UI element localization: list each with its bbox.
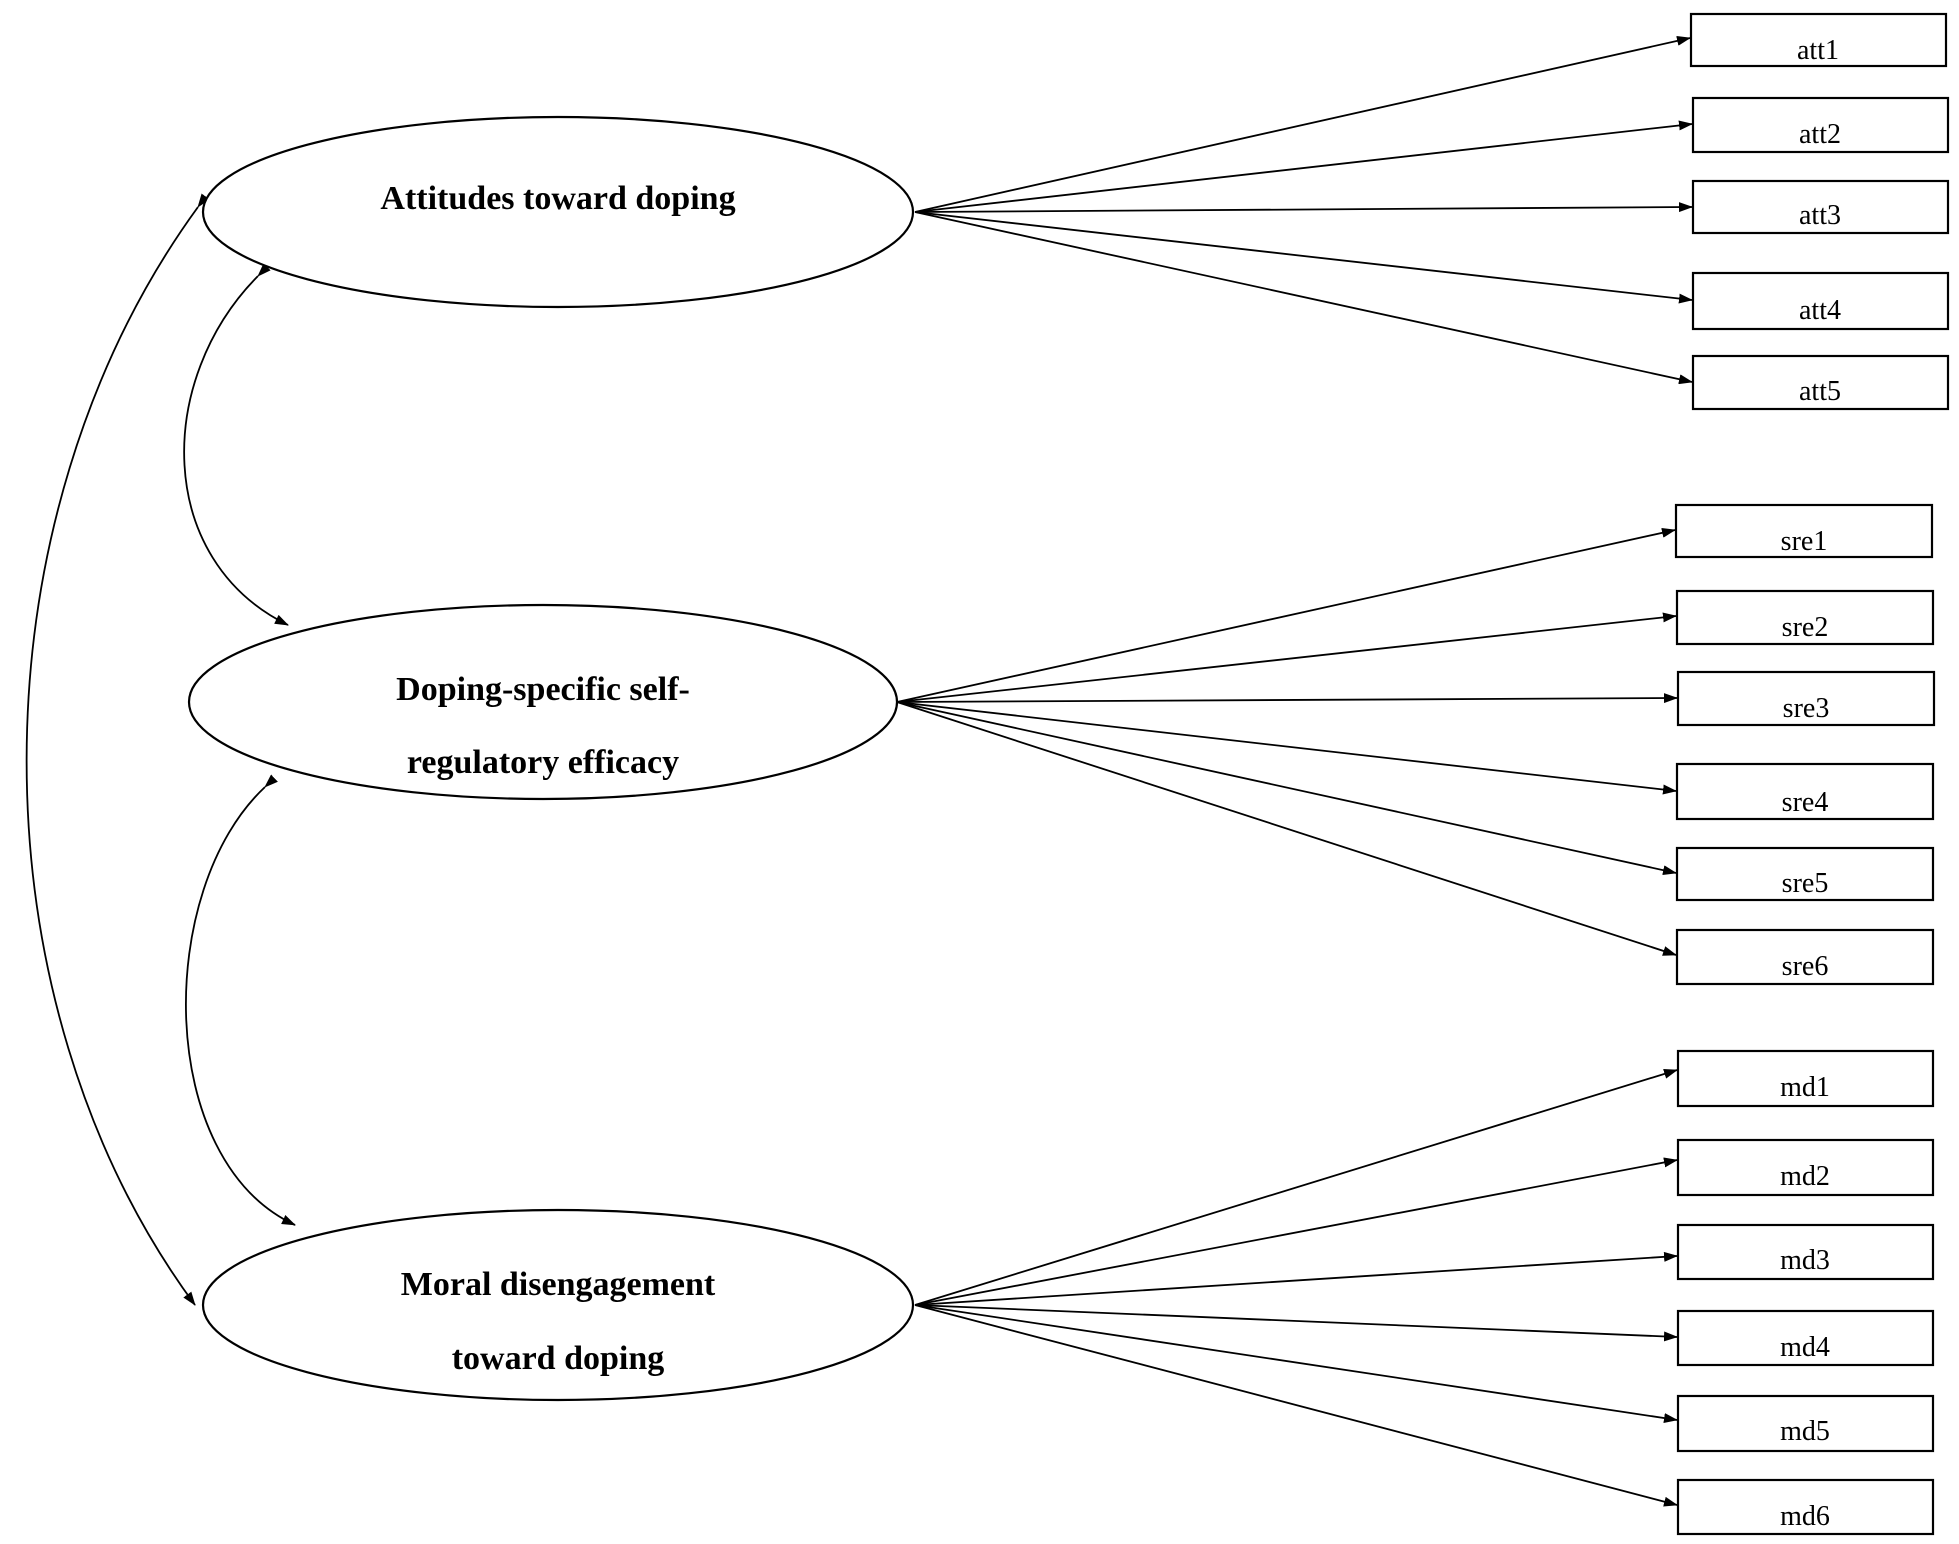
indicator-label-sre2: sre2 bbox=[1782, 612, 1829, 643]
indicator-box-md6 bbox=[1676, 1478, 1935, 1536]
path-att-att3 bbox=[914, 202, 1693, 213]
path-sre-sre2 bbox=[896, 612, 1677, 703]
indicator-label-att3: att3 bbox=[1799, 200, 1841, 231]
latent-factor-att: Attitudes toward doping bbox=[201, 115, 915, 309]
indicator-label-sre3: sre3 bbox=[1783, 693, 1830, 724]
correlation-att-sre bbox=[183, 263, 289, 626]
indicator-box-sre1 bbox=[1674, 503, 1934, 559]
indicator-box-md5 bbox=[1676, 1394, 1935, 1453]
path-md-md6 bbox=[914, 1304, 1678, 1507]
latent-factor-sre: Doping-specific self- regulatory efficac… bbox=[187, 603, 899, 801]
path-md-md1 bbox=[914, 1069, 1678, 1306]
indicators-sre: sre1 sre2 sre3 sre4 sre5 sre6 bbox=[1674, 503, 1936, 986]
correlation-att-md bbox=[25, 193, 210, 1306]
indicator-box-sre3 bbox=[1676, 670, 1936, 727]
path-md-md4 bbox=[914, 1304, 1678, 1342]
indicator-label-att5: att5 bbox=[1799, 376, 1841, 407]
factor-label: Attitudes toward doping bbox=[380, 180, 735, 217]
path-md-md5 bbox=[914, 1304, 1678, 1424]
factor-ellipse bbox=[201, 115, 915, 309]
indicator-label-md1: md1 bbox=[1780, 1072, 1830, 1103]
indicator-label-md6: md6 bbox=[1780, 1501, 1830, 1532]
indicator-label-sre4: sre4 bbox=[1782, 787, 1829, 818]
indicator-box-md4 bbox=[1676, 1309, 1935, 1367]
indicators-md: md1 md2 md3 md4 md5 md6 bbox=[1676, 1049, 1935, 1536]
path-att-att2 bbox=[914, 120, 1693, 213]
indicators-att: att1 att2 att3 att4 att5 bbox=[1689, 12, 1950, 411]
factor-label-line-1: Moral disengagement bbox=[401, 1266, 716, 1303]
indicator-label-sre5: sre5 bbox=[1782, 868, 1829, 899]
indicator-label-att1: att1 bbox=[1797, 35, 1839, 66]
path-att-att1 bbox=[914, 35, 1691, 213]
path-sre-sre6 bbox=[896, 701, 1677, 956]
path-att-att4 bbox=[914, 211, 1693, 304]
path-sre-sre4 bbox=[896, 701, 1677, 795]
indicator-label-md5: md5 bbox=[1780, 1416, 1830, 1447]
indicator-box-sre4 bbox=[1675, 762, 1935, 821]
indicator-label-md2: md2 bbox=[1780, 1161, 1830, 1192]
indicator-box-att2 bbox=[1691, 96, 1950, 154]
path-md-md2 bbox=[914, 1157, 1678, 1306]
indicator-box-att3 bbox=[1691, 179, 1950, 235]
factor-ellipse bbox=[187, 603, 899, 801]
indicator-label-md3: md3 bbox=[1780, 1245, 1830, 1276]
path-md-md3 bbox=[914, 1251, 1678, 1306]
indicator-box-att5 bbox=[1691, 354, 1950, 411]
indicator-box-sre5 bbox=[1675, 846, 1935, 902]
path-sre-sre3 bbox=[896, 693, 1678, 704]
factor-label-line-1: Doping-specific self- bbox=[396, 671, 690, 708]
path-sre-sre1 bbox=[896, 527, 1676, 703]
indicator-box-att1 bbox=[1689, 12, 1948, 68]
indicator-box-md3 bbox=[1676, 1223, 1935, 1281]
indicator-box-sre2 bbox=[1675, 589, 1935, 646]
loading-paths bbox=[896, 35, 1693, 1507]
indicator-label-att4: att4 bbox=[1799, 295, 1841, 326]
indicator-box-md2 bbox=[1676, 1138, 1935, 1197]
indicator-label-md4: md4 bbox=[1780, 1332, 1830, 1363]
correlation-sre-md bbox=[185, 774, 296, 1226]
correlation-curves bbox=[25, 193, 296, 1306]
indicator-box-md1 bbox=[1676, 1049, 1935, 1108]
path-sre-sre5 bbox=[896, 701, 1677, 876]
factor-label-line-2: toward doping bbox=[452, 1340, 665, 1377]
indicator-label-att2: att2 bbox=[1799, 119, 1841, 150]
indicator-label-sre6: sre6 bbox=[1782, 951, 1829, 982]
factor-ellipse bbox=[201, 1208, 915, 1402]
indicator-label-sre1: sre1 bbox=[1781, 526, 1828, 557]
latent-factor-md: Moral disengagement toward doping bbox=[201, 1208, 915, 1402]
factor-label-line-2: regulatory efficacy bbox=[407, 744, 679, 781]
indicator-box-att4 bbox=[1691, 271, 1950, 331]
path-att-att5 bbox=[914, 211, 1693, 385]
indicator-box-sre6 bbox=[1675, 928, 1935, 986]
